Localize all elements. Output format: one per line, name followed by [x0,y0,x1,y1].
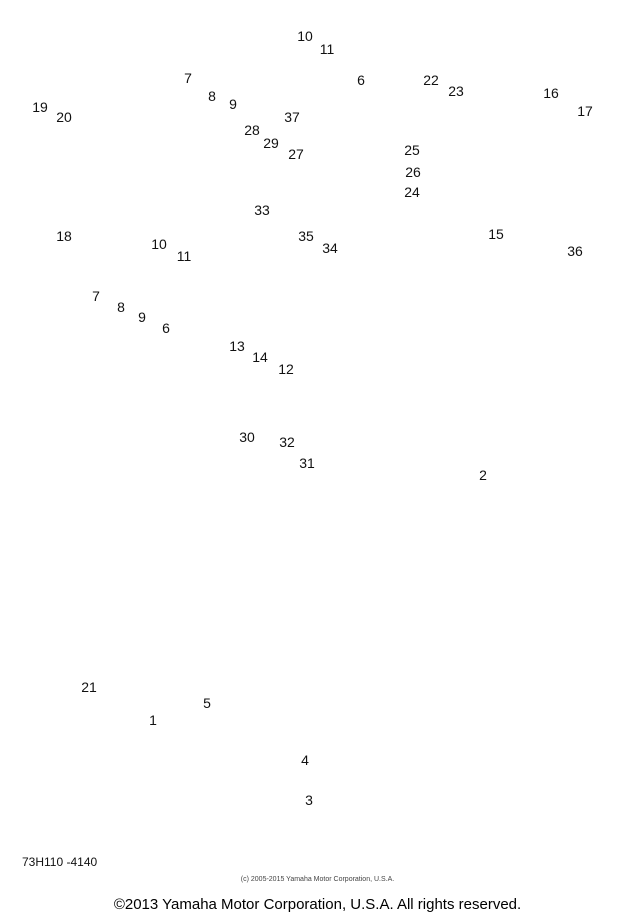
callout-6: 6 [357,72,365,88]
callout-36: 36 [567,243,583,259]
callout-11: 11 [319,41,335,57]
callout-7: 7 [184,70,192,86]
callout-1: 1 [149,712,157,728]
callout-35: 35 [298,228,314,244]
callout-8: 8 [117,299,125,315]
callout-22: 22 [423,72,439,88]
callout-8: 8 [208,88,216,104]
callout-14: 14 [252,349,268,365]
callout-16: 16 [543,85,559,101]
callout-31: 31 [299,455,315,471]
callout-26: 26 [405,164,421,180]
callout-17: 17 [577,103,593,119]
copyright-footer: ©2013 Yamaha Motor Corporation, U.S.A. A… [113,896,522,913]
callout-5: 5 [203,695,211,711]
callout-10: 10 [151,236,167,252]
callout-9: 9 [229,96,237,112]
callout-24: 24 [404,184,420,200]
callout-15: 15 [488,226,504,242]
callout-29: 29 [263,135,279,151]
part-code: 73H110 -4140 [22,855,98,869]
callout-33: 33 [254,202,270,218]
small-copyright: (c) 2005-2015 Yamaha Motor Corporation, … [240,876,395,883]
callout-19: 19 [32,99,48,115]
callout-21: 21 [81,679,97,695]
callout-12: 12 [278,361,294,377]
callout-37: 37 [284,109,300,125]
callout-13: 13 [229,338,245,354]
callout-27: 27 [288,146,304,162]
callout-11: 11 [176,248,192,264]
callout-7: 7 [92,288,100,304]
callout-20: 20 [56,109,72,125]
callout-18: 18 [56,228,72,244]
callout-2: 2 [479,467,487,483]
callout-9: 9 [138,309,146,325]
callout-3: 3 [305,792,313,808]
callout-4: 4 [301,752,309,768]
callout-32: 32 [279,434,295,450]
callout-23: 23 [448,83,464,99]
callout-28: 28 [244,122,260,138]
callout-34: 34 [322,240,338,256]
callout-6: 6 [162,320,170,336]
callout-10: 10 [297,28,313,44]
callout-30: 30 [239,429,255,445]
callout-25: 25 [404,142,420,158]
